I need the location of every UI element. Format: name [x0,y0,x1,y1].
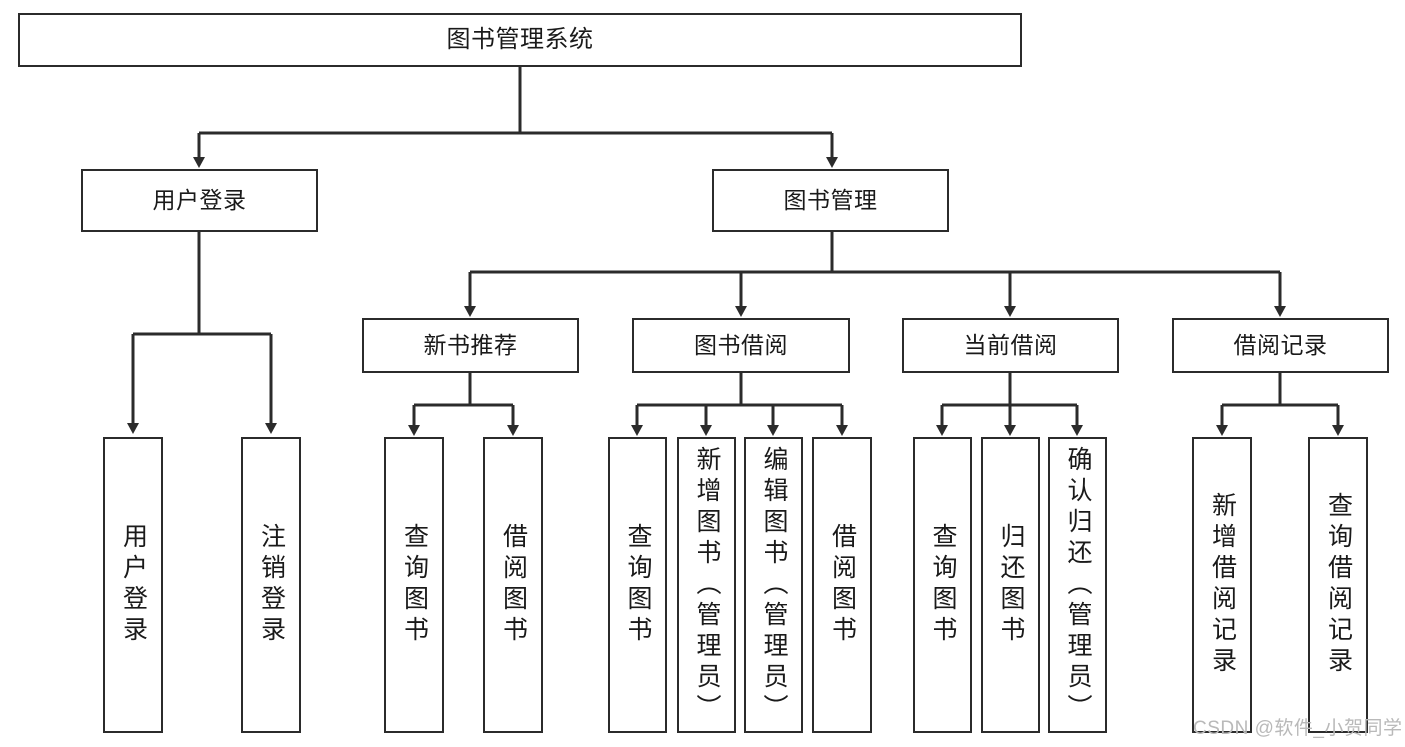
node-label: 当前借阅 [963,331,1058,358]
node-current-borrow[interactable]: 当前借阅 [902,318,1119,373]
node-leaf-return-book[interactable]: 归还图书 [981,437,1040,733]
node-label: 确认归还（管理员） [1064,445,1092,725]
node-label: 用户登录 [152,186,247,213]
node-label: 新增图书（管理员） [693,445,721,725]
node-root-book-management-system[interactable]: 图书管理系统 [18,13,1022,67]
node-leaf-query-book-current[interactable]: 查询图书 [913,437,972,733]
node-leaf-confirm-return[interactable]: 确认归还（管理员） [1048,437,1107,733]
node-label: 图书管理 [783,186,878,213]
node-leaf-borrow-book-recommend[interactable]: 借阅图书 [483,437,543,733]
node-label: 注销登录 [257,523,286,647]
node-label: 归还图书 [997,523,1025,647]
node-leaf-query-book-borrow[interactable]: 查询图书 [608,437,667,733]
node-leaf-user-login[interactable]: 用户登录 [103,437,163,733]
node-label: 用户登录 [119,523,148,647]
node-label: 借阅图书 [828,523,857,647]
node-leaf-add-book[interactable]: 新增图书（管理员） [677,437,736,733]
node-label: 新书推荐 [423,331,518,358]
node-label: 借阅图书 [499,523,528,647]
node-label: 图书管理系统 [446,25,594,53]
node-label: 编辑图书（管理员） [760,445,788,725]
node-label: 新增借阅记录 [1208,492,1237,678]
node-book-borrow[interactable]: 图书借阅 [632,318,850,373]
node-borrow-record[interactable]: 借阅记录 [1172,318,1389,373]
node-leaf-borrow-book[interactable]: 借阅图书 [812,437,872,733]
node-leaf-edit-book[interactable]: 编辑图书（管理员） [744,437,803,733]
node-leaf-query-borrow-record[interactable]: 查询借阅记录 [1308,437,1368,733]
node-leaf-query-book-recommend[interactable]: 查询图书 [384,437,444,733]
watermark-text: CSDN @软件_小贺同学 [1193,718,1403,739]
node-leaf-logout-login[interactable]: 注销登录 [241,437,301,733]
node-label: 图书借阅 [694,331,788,358]
node-label: 查询图书 [929,523,957,647]
node-new-book-recommend[interactable]: 新书推荐 [362,318,579,373]
node-label: 查询图书 [624,523,652,647]
node-book-management[interactable]: 图书管理 [712,169,949,232]
node-label: 查询借阅记录 [1324,492,1353,678]
node-user-login[interactable]: 用户登录 [81,169,318,232]
node-label: 借阅记录 [1233,331,1328,358]
node-leaf-add-borrow-record[interactable]: 新增借阅记录 [1192,437,1252,733]
node-label: 查询图书 [400,523,429,647]
